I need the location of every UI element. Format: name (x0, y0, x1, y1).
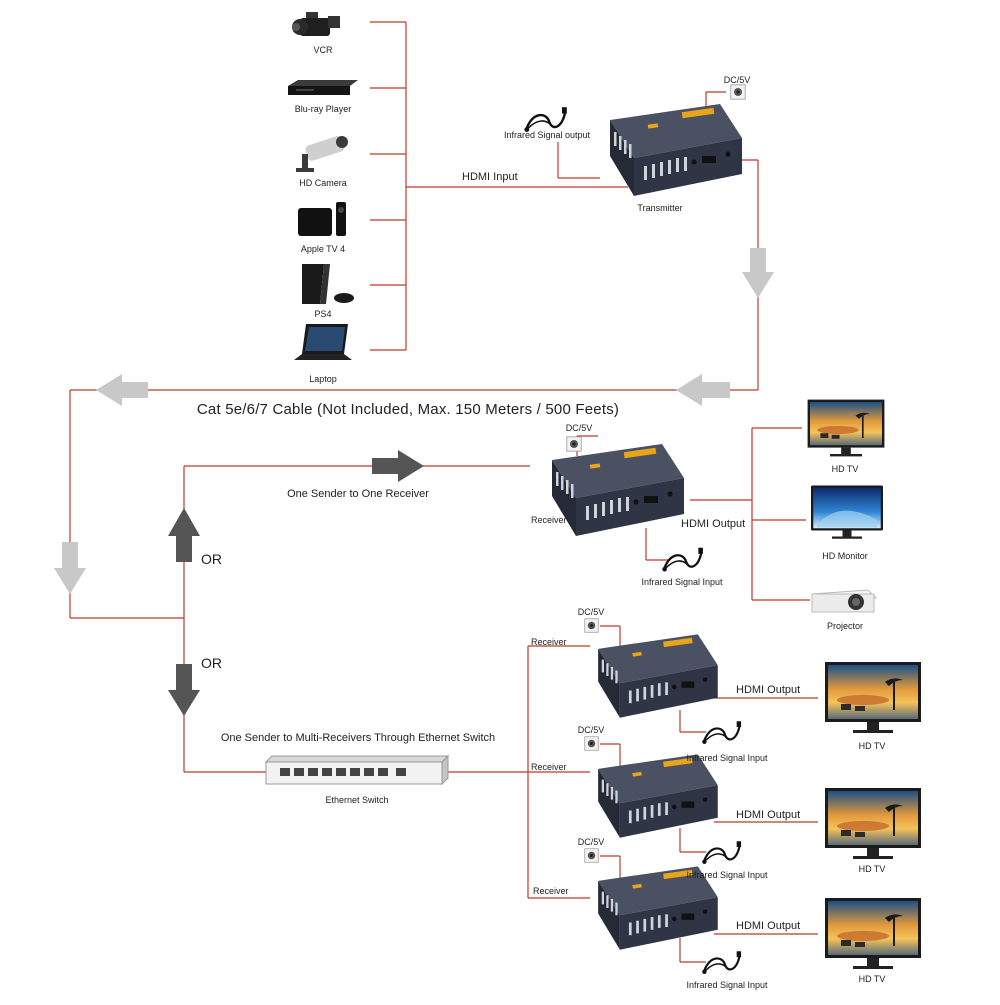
arrow-up-or (168, 508, 200, 562)
game-console-icon (302, 264, 354, 304)
security-camera-icon (296, 135, 348, 172)
display-label-hd-monitor: HD Monitor (822, 551, 868, 561)
single-ir-input-label: Infrared Signal Input (641, 577, 723, 587)
transmitter-dc-label: DC/5V (723, 75, 751, 85)
cable-label: Cat 5e/6/7 Cable (Not Included, Max. 150… (196, 401, 620, 418)
arrow-right-single (372, 450, 424, 482)
display-label-projector: Projector (826, 621, 864, 631)
transmitter-ir-label: Infrared Signal output (504, 130, 591, 140)
transmitter-ir-cable-icon (523, 105, 568, 134)
multi-receiver-3-ir-label: Infrared Signal Input (686, 980, 768, 990)
tv-icon (807, 399, 885, 457)
ethernet-switch-label: Ethernet Switch (325, 795, 389, 805)
hdmi-input-label: HDMI Input (462, 171, 518, 183)
multi-receiver-3-label: Receiver (533, 886, 569, 896)
multi-receiver-1-dc-jack-icon (584, 618, 599, 633)
multi-tv-2-icon (825, 788, 921, 859)
ethernet-switch-icon (264, 754, 450, 786)
multi-tv-3-label: HD TV (858, 974, 886, 984)
display-label-hd-tv: HD TV (831, 464, 859, 474)
multi-receiver-3-dc-label: DC/5V (577, 837, 605, 847)
signal-arrows (54, 248, 774, 716)
bluray-player-icon (288, 80, 358, 95)
arrow-down-transmitter (742, 248, 774, 298)
transmitter-dc-jack-icon (730, 84, 746, 100)
multi-receiver-3-hdmi-output-label: HDMI Output (736, 920, 801, 932)
single-receiver-dc-jack-icon (566, 436, 582, 452)
arrow-down-or (168, 664, 200, 716)
monitor-icon (811, 485, 883, 539)
single-receiver-device (552, 444, 684, 536)
multi-receiver-caption: One Sender to Multi-Receivers Through Et… (220, 732, 496, 744)
multi-receiver-2-hdmi-output-label: HDMI Output (736, 809, 801, 821)
camcorder-icon (292, 12, 340, 36)
source-label-apple-tv: Apple TV 4 (300, 244, 346, 254)
multi-receiver-3-ir-cable-icon (701, 950, 743, 976)
multi-receiver-3-dc-jack-icon (584, 848, 599, 863)
multi-receiver-2-device (598, 754, 718, 838)
multi-receiver-1-hdmi-output-label: HDMI Output (736, 684, 801, 696)
single-receiver-caption: One Sender to One Receiver (287, 488, 429, 500)
source-label-laptop: Laptop (309, 374, 337, 384)
multi-receiver-2-ir-label: Infrared Signal Input (686, 870, 768, 880)
transmitter-label: Transmitter (637, 203, 683, 213)
source-label-ps4: PS4 (314, 309, 332, 319)
multi-receiver-2-dc-jack-icon (584, 736, 599, 751)
multi-tv-3-icon (825, 898, 921, 969)
single-receiver-ir-cable-icon (661, 546, 705, 573)
multi-receiver-1-label: Receiver (531, 637, 567, 647)
multi-tv-1-label: HD TV (858, 741, 886, 751)
multi-tv-2-label: HD TV (858, 864, 886, 874)
or-label-upper: OR (201, 551, 222, 567)
multi-receiver-1-dc-label: DC/5V (577, 607, 605, 617)
multi-receiver-2-ir-cable-icon (701, 840, 743, 866)
single-receiver-dc-label: DC/5V (565, 423, 593, 433)
arrow-left-cable-left (96, 374, 148, 406)
laptop-icon (294, 324, 352, 360)
or-label-lower: OR (201, 655, 222, 671)
source-label-vcr: VCR (313, 45, 333, 55)
multi-receiver-1-ir-label: Infrared Signal Input (686, 753, 768, 763)
single-hdmi-output-label: HDMI Output (681, 518, 746, 530)
transmitter-device (610, 104, 742, 196)
source-label-bluray: Blu-ray Player (294, 104, 352, 114)
projector-icon (811, 589, 878, 613)
multi-receiver-2-dc-label: DC/5V (577, 725, 605, 735)
single-receiver-label: Receiver (531, 515, 567, 525)
apple-tv-icon (298, 202, 346, 236)
multi-receiver-1-ir-cable-icon (701, 720, 743, 746)
multi-receiver-1-device (598, 634, 718, 718)
multi-receiver-2-label: Receiver (531, 762, 567, 772)
arrow-down-left (54, 542, 86, 594)
arrow-left-cable-right (676, 374, 730, 406)
source-label-hd-camera: HD Camera (299, 178, 347, 188)
multi-tv-1-icon (825, 662, 921, 733)
